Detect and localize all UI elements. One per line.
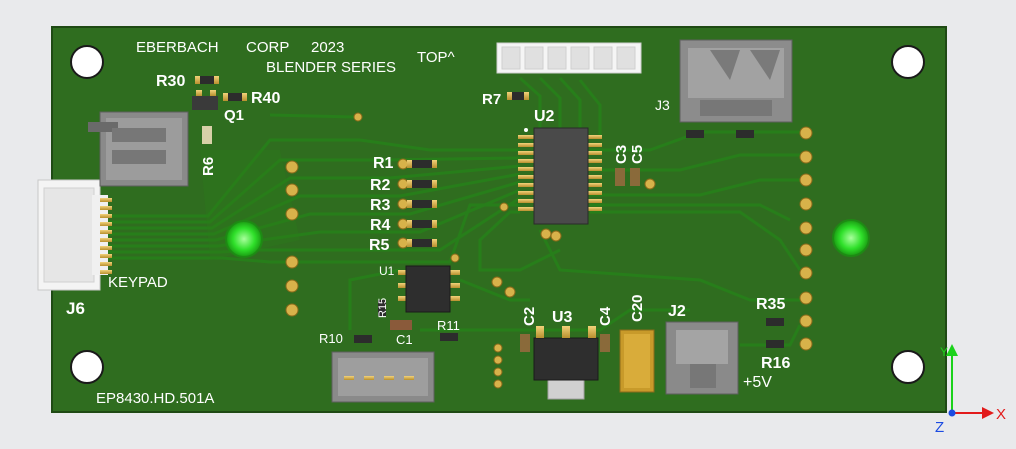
silk-corp: CORP xyxy=(246,39,289,56)
axis-y-arrow xyxy=(946,344,958,356)
u1-ic xyxy=(398,265,460,313)
j3-connector xyxy=(679,39,793,123)
label-c1: C1 xyxy=(396,332,413,347)
label-r2: R2 xyxy=(370,177,391,194)
label-c5: C5 xyxy=(629,145,646,164)
connector-bottom-left xyxy=(331,351,435,403)
j6-keypad-connector xyxy=(37,179,112,291)
axis-x-label: X xyxy=(996,406,1006,423)
label-u3: U3 xyxy=(552,309,573,326)
label-r40: R40 xyxy=(251,90,280,107)
label-j2: J2 xyxy=(668,303,686,320)
mounting-hole xyxy=(891,350,925,384)
axis-z-label: Z xyxy=(935,419,944,436)
label-r7: R7 xyxy=(482,91,501,108)
label-r11: R11 xyxy=(437,318,460,333)
label-c4: C4 xyxy=(597,306,614,326)
silk-side: TOP^ xyxy=(417,49,455,66)
r6 xyxy=(202,126,212,144)
connector-left xyxy=(88,111,189,187)
label-r15: R15 xyxy=(377,298,389,318)
smd-components xyxy=(192,76,784,352)
label-r35: R35 xyxy=(756,296,785,313)
q1 xyxy=(192,90,218,110)
label-r16: R16 xyxy=(761,355,790,372)
u3-regulator xyxy=(533,326,599,400)
label-c3: C3 xyxy=(613,145,630,164)
r1-r5-resistors xyxy=(411,160,433,247)
c20-capacitor-band xyxy=(624,334,650,388)
axis-gizmo[interactable]: Y X Z xyxy=(935,344,1006,436)
j3-pads xyxy=(686,130,754,138)
silk-plus5v: +5V xyxy=(743,374,772,391)
silk-part-number: EP8430.HD.501A xyxy=(96,390,214,407)
silk-series: BLENDER SERIES xyxy=(266,59,396,76)
c2 xyxy=(520,334,530,352)
led-left xyxy=(225,220,263,258)
header-connector-top xyxy=(496,42,642,74)
silk-year: 2023 xyxy=(311,39,344,56)
r10 xyxy=(354,335,372,343)
c3-c5 xyxy=(615,168,640,186)
label-j3: J3 xyxy=(655,97,670,113)
label-r6: R6 xyxy=(200,157,217,176)
label-r4: R4 xyxy=(370,217,391,234)
r16 xyxy=(766,340,784,348)
mounting-hole xyxy=(891,45,925,79)
mounting-hole xyxy=(70,45,104,79)
led-right xyxy=(832,219,870,257)
c4 xyxy=(600,334,610,352)
silkscreen-text: EBERBACH CORP 2023 BLENDER SERIES TOP^ E… xyxy=(66,39,790,407)
label-c2: C2 xyxy=(521,307,538,326)
label-r30: R30 xyxy=(156,73,185,90)
r35 xyxy=(766,318,784,326)
r40 xyxy=(223,93,247,101)
u2-ic xyxy=(518,127,602,225)
vias xyxy=(285,112,813,389)
silk-keypad: KEYPAD xyxy=(108,274,168,291)
r30 xyxy=(195,76,219,84)
axis-x-arrow xyxy=(982,407,994,419)
r7 xyxy=(507,92,529,100)
pcb-board xyxy=(51,26,947,413)
label-u1: U1 xyxy=(379,264,395,278)
label-r5: R5 xyxy=(369,237,390,254)
label-r10: R10 xyxy=(319,331,343,346)
silk-company: EBERBACH xyxy=(136,39,219,56)
label-r1: R1 xyxy=(373,155,394,172)
r15 xyxy=(378,300,386,316)
mounting-holes xyxy=(70,45,925,384)
j2-connector xyxy=(665,321,739,395)
label-r3: R3 xyxy=(370,197,391,214)
label-j6: J6 xyxy=(66,299,85,318)
axis-origin xyxy=(948,409,956,417)
mounting-hole xyxy=(70,350,104,384)
c1 xyxy=(390,320,412,330)
label-u2: U2 xyxy=(534,108,555,125)
label-q1: Q1 xyxy=(224,107,244,124)
r11 xyxy=(440,333,458,341)
axis-y-label: Y xyxy=(940,345,948,359)
label-c20: C20 xyxy=(629,294,646,322)
